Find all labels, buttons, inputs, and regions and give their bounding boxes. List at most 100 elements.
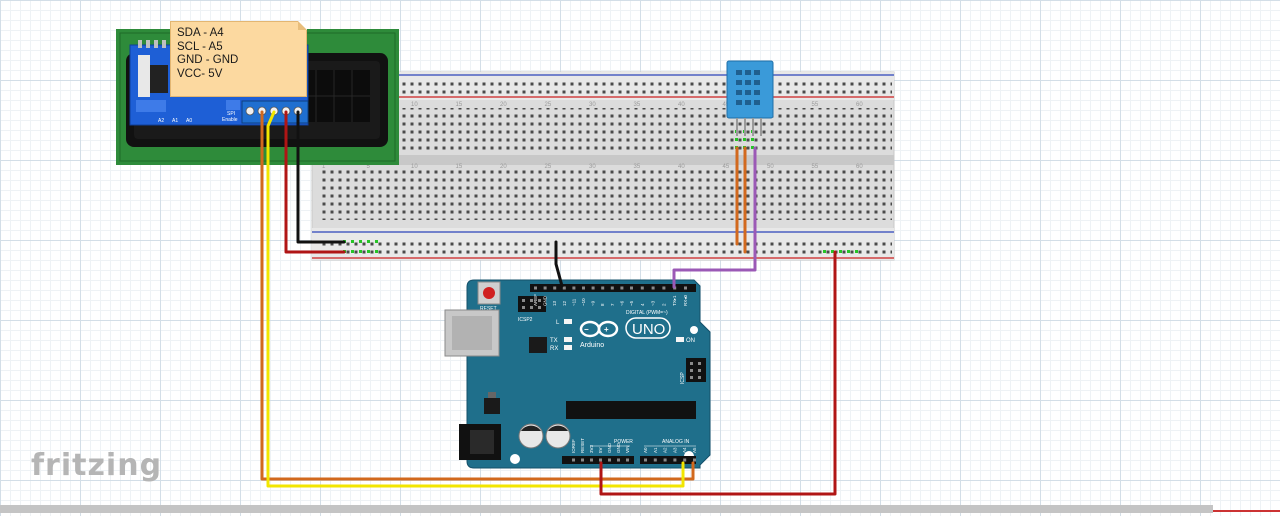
breadboard-column-number: 40 (678, 102, 685, 108)
breadboard-column-number: 20 (500, 102, 507, 108)
wire-sda-yellow[interactable] (266, 110, 685, 488)
led-rx-label: RX (550, 346, 558, 352)
center-channel (312, 155, 894, 165)
digital-pin-hole[interactable] (630, 286, 633, 290)
wire-dht-data-purple[interactable] (672, 146, 757, 289)
breadboard[interactable]: 1155101015152020252530303535404045455050… (311, 71, 895, 261)
breadboard-column-number: 5 (367, 164, 371, 170)
icsp2-label: ICSP2 (518, 317, 533, 323)
wire-arduino-gnd-black[interactable] (554, 240, 564, 288)
breadboard-column-number: 40 (678, 164, 685, 170)
power-pin-hole[interactable] (590, 458, 593, 462)
digital-pin-hole[interactable] (610, 286, 614, 290)
svg-text:−: − (584, 325, 589, 334)
dht-body (726, 60, 774, 119)
breadboard-column-number: 15 (456, 164, 463, 170)
top-terminal-holes (400, 108, 892, 150)
power-pin-hole[interactable] (608, 458, 611, 462)
analog-pin-hole[interactable] (673, 458, 677, 462)
digital-pin-hole[interactable] (543, 286, 547, 290)
digital-pin-hole[interactable] (640, 286, 644, 290)
digital-label: DIGITAL (PWM=~) (626, 310, 668, 316)
breadboard-column-number: 60 (856, 164, 863, 170)
analog-pin-hole[interactable] (644, 458, 647, 462)
arduino-board (466, 279, 711, 469)
svg-text:+: + (604, 325, 609, 334)
digital-pin-hole[interactable] (591, 286, 595, 290)
on-label: ON (686, 338, 695, 344)
power-header[interactable] (562, 456, 634, 464)
digital-pin-hole[interactable] (684, 286, 687, 290)
analog-pin-hole[interactable] (683, 458, 687, 462)
breadboard-column-number: 55 (812, 102, 819, 108)
arduino-uno[interactable]: RESET ICSP2 L TX RX − + UNO Arduin (444, 279, 711, 469)
atmega-chip (566, 401, 696, 419)
power-label: POWER (614, 439, 633, 445)
breadboard-column-number: 30 (589, 102, 596, 108)
analog-header[interactable] (640, 456, 696, 464)
digital-pin-hole[interactable] (662, 286, 666, 290)
digital-pin-label: 2 (661, 303, 666, 306)
icsp-header[interactable] (686, 358, 706, 382)
digital-pin-label: ~3 (651, 300, 656, 306)
digital-pin-hole[interactable] (562, 286, 566, 290)
note-line-vcc: VCC- 5V (177, 67, 223, 80)
digital-pin-label: ~9 (591, 300, 596, 306)
lcd-label-a0: A0 (186, 118, 192, 124)
digital-pin-hole[interactable] (651, 286, 655, 290)
arduino-logo (579, 320, 619, 338)
top-rail-holes (400, 78, 892, 94)
power-pin-label: 3V3 (589, 444, 594, 453)
power-pin-hole[interactable] (599, 458, 602, 462)
analog-pin-hole[interactable] (653, 458, 657, 462)
note-line-sda: SDA - A4 (177, 27, 224, 39)
breadboard-column-number: 1 (322, 164, 326, 170)
digital-pin-hole[interactable] (572, 286, 576, 290)
power-pin-hole[interactable] (617, 458, 620, 462)
breadboard-column-number: 25 (545, 164, 552, 170)
digital-pin-hole[interactable] (620, 286, 624, 290)
power-pin-hole[interactable] (581, 458, 584, 462)
wire-5v-red[interactable] (599, 250, 837, 496)
digital-pin-label: RX◂0 (683, 294, 688, 306)
wire-lcd-vcc-red[interactable] (284, 110, 346, 254)
power-pin-label: VIN (625, 445, 630, 453)
note-line-scl: SCL - A5 (177, 40, 223, 53)
digital-pin-hole[interactable] (553, 286, 557, 290)
note-fold (298, 21, 307, 30)
digital-pin-hole[interactable] (534, 286, 537, 290)
analog-pin-hole[interactable] (663, 458, 667, 462)
digital-pin-label: ~5 (629, 300, 634, 306)
bottom-rail-holes (320, 238, 892, 254)
dht-grille (736, 70, 760, 105)
digital-header-2[interactable] (626, 284, 696, 292)
lcd-module[interactable]: A2 A1 A0 SPI Enable (116, 29, 399, 165)
wire-scl-orange[interactable] (260, 110, 695, 481)
digital-pin-label: 7 (610, 303, 615, 306)
breadboard-column-number: 60 (856, 102, 863, 108)
breadboard-column-number: 20 (500, 164, 507, 170)
digital-pin-label: 12 (562, 300, 567, 306)
breadboard-column-number: 55 (812, 164, 819, 170)
analog-pin-hole[interactable] (693, 458, 696, 462)
breadboard-column-number: 25 (545, 102, 552, 108)
breadboard-column-number: 50 (767, 164, 774, 170)
digital-pin-hole[interactable] (601, 286, 605, 290)
wires[interactable] (260, 110, 837, 496)
dht-sensor[interactable] (726, 60, 774, 136)
horizontal-scrollbar[interactable] (0, 505, 1213, 513)
digital-pin-label: 13 (552, 300, 557, 306)
digital-pin-hole[interactable] (582, 286, 585, 290)
model-label: UNO (632, 321, 665, 338)
sticky-note[interactable]: SDA - A4 SCL - A5 GND - GND VCC- 5V (170, 21, 307, 97)
power-pin-hole[interactable] (626, 458, 629, 462)
power-pin-hole[interactable] (572, 458, 575, 462)
wire-lcd-gnd-black[interactable] (296, 110, 346, 244)
breadboard-column-number: 35 (634, 164, 641, 170)
dht-pins[interactable] (736, 118, 762, 136)
reset-button-cap[interactable] (483, 287, 495, 299)
analog-pin-label: A5 (692, 447, 697, 453)
